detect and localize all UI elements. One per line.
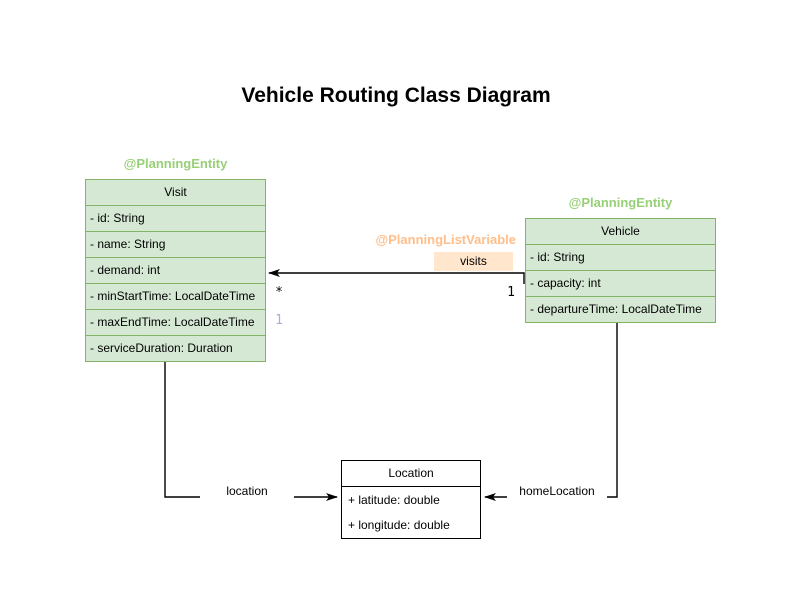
visit-attribute-max-end-time: - maxEndTime: LocalDateTime bbox=[86, 309, 265, 335]
vehicle-attribute-departure-time: - departureTime: LocalDateTime bbox=[526, 296, 715, 322]
visit-class-name: Visit bbox=[164, 185, 187, 199]
visit-attribute-id: - id: String bbox=[86, 205, 265, 231]
location-edge bbox=[164, 362, 338, 501]
visit-planning-entity-annotation: @PlanningEntity bbox=[123, 156, 228, 171]
vehicle-attribute-id: - id: String bbox=[526, 244, 715, 270]
planning-list-variable-annotation: @PlanningListVariable bbox=[375, 232, 516, 247]
visits-edge bbox=[268, 269, 525, 284]
home-location-edge bbox=[484, 322, 618, 501]
location-attribute-latitude: + latitude: double bbox=[348, 493, 440, 507]
diagram-title: Vehicle Routing Class Diagram bbox=[241, 84, 551, 107]
vehicle-class-box: Vehicle - id: String - capacity: int - d… bbox=[525, 218, 716, 323]
visit-attribute-min-start-time: - minStartTime: LocalDateTime bbox=[86, 283, 265, 309]
home-location-edge-label: homeLocation bbox=[507, 484, 607, 498]
location-class-box: Location + latitude: double + longitude:… bbox=[341, 460, 481, 539]
visit-attribute-service-duration: - serviceDuration: Duration bbox=[86, 335, 265, 361]
visit-attribute-demand: - demand: int bbox=[86, 257, 265, 283]
visits-list-index-marker: 1 bbox=[275, 313, 283, 328]
visit-class-box: Visit - id: String - name: String - dema… bbox=[85, 179, 266, 362]
vehicle-class-name: Vehicle bbox=[601, 224, 640, 238]
location-edge-label: location bbox=[200, 484, 294, 498]
visits-edge-label: visits bbox=[434, 252, 513, 271]
visits-target-multiplicity: * bbox=[275, 285, 283, 300]
visits-source-multiplicity: 1 bbox=[507, 285, 515, 300]
visit-attribute-name: - name: String bbox=[86, 231, 265, 257]
vehicle-planning-entity-annotation: @PlanningEntity bbox=[568, 195, 673, 210]
vehicle-attribute-capacity: - capacity: int bbox=[526, 270, 715, 296]
location-attribute-longitude: + longitude: double bbox=[348, 518, 450, 532]
location-class-name: Location bbox=[342, 461, 480, 487]
